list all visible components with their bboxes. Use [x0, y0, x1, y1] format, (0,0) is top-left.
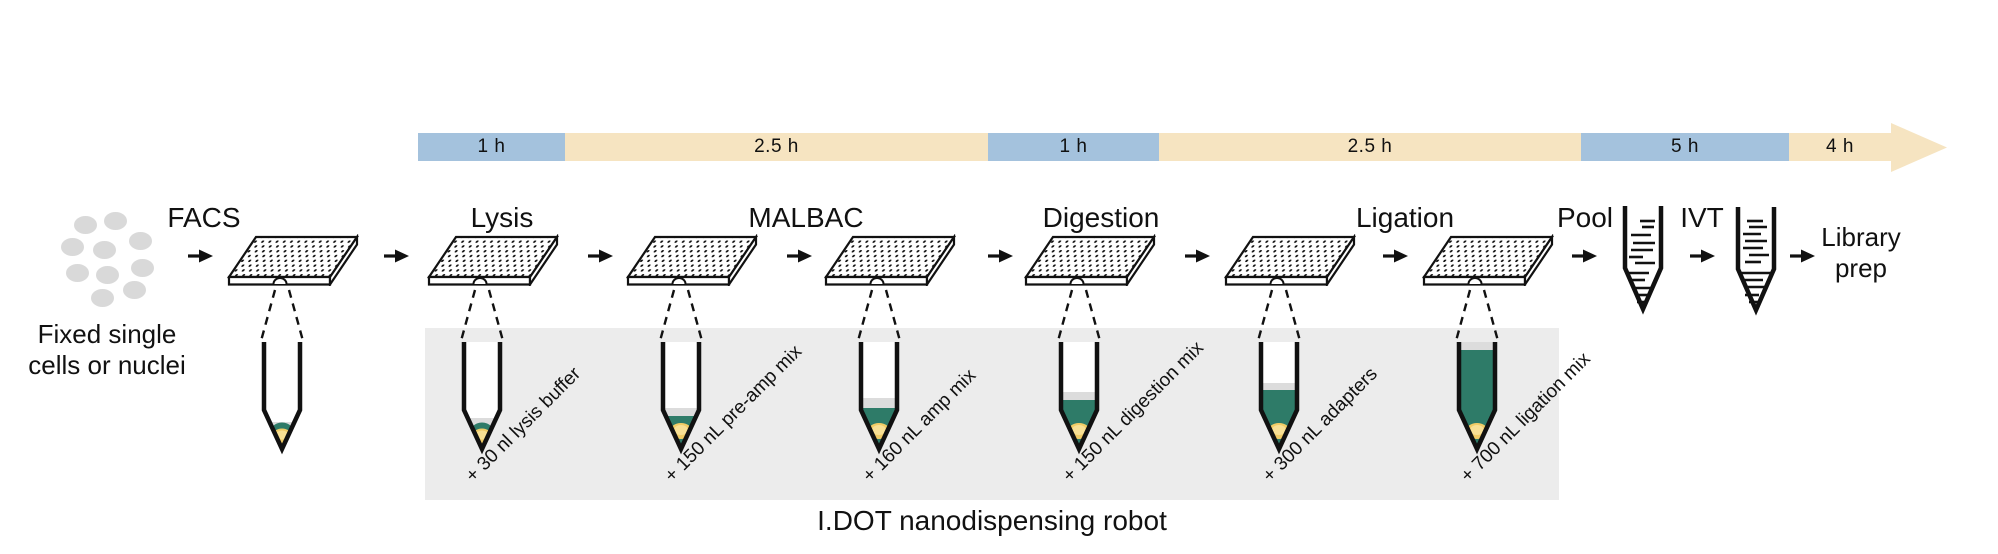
- final-step-line1: Library: [1821, 222, 1901, 252]
- source-cell-icon: [129, 232, 152, 250]
- flow-arrow-icon: [1185, 249, 1210, 263]
- well-plate-digestion: [1023, 234, 1157, 286]
- tube-ligation: [1456, 342, 1498, 455]
- robot-caption: I.DOT nanodispensing robot: [817, 505, 1167, 536]
- source-cell-icon: [123, 281, 146, 299]
- flow-arrow-icon: [188, 249, 213, 263]
- timeline-segment-5h: 5 h: [1581, 133, 1789, 161]
- flow-arrow-icon: [588, 249, 613, 263]
- well-plate-facs: [226, 234, 360, 286]
- projection-dashes-facs: [259, 289, 305, 342]
- timeline-duration: 4 h: [1826, 136, 1854, 157]
- tube-facs: [261, 342, 303, 455]
- source-label-line2: cells or nuclei: [28, 350, 186, 380]
- source-cell-icon: [61, 238, 84, 256]
- well-plate-adapters: [1223, 234, 1357, 286]
- timeline-segment-1h: 1 h: [988, 133, 1159, 161]
- flow-arrow-icon: [1572, 249, 1597, 263]
- well-plate-lysis: [426, 234, 560, 286]
- source-cell-icon: [91, 289, 114, 307]
- tube-adapters: [1258, 342, 1300, 455]
- source-cell-icon: [131, 259, 154, 277]
- final-step-label: Library prep: [1821, 222, 1900, 284]
- flow-arrow-icon: [1383, 249, 1408, 263]
- projection-dashes-ligation: [1454, 289, 1500, 342]
- flow-arrow-icon: [988, 249, 1013, 263]
- flow-arrow-icon: [787, 249, 812, 263]
- step-label-ivt: IVT: [1680, 202, 1724, 233]
- timeline-segment-2.5h: 2.5 h: [565, 133, 988, 161]
- timeline-segment-2.5h: 2.5 h: [1159, 133, 1581, 161]
- timeline-arrowhead-icon: [1891, 123, 1947, 172]
- well-plate-pre-amp: [625, 234, 759, 286]
- timeline-duration: 1 h: [1059, 136, 1088, 157]
- projection-dashes-lysis: [459, 289, 505, 342]
- step-label-digestion: Digestion: [1042, 202, 1160, 233]
- source-label-line1: Fixed single: [37, 319, 177, 349]
- flow-arrow-icon: [1690, 249, 1715, 263]
- step-label-facs: FACS: [167, 202, 241, 233]
- source-label: Fixed single cells or nuclei: [28, 319, 186, 381]
- flow-arrow-icon: [384, 249, 409, 263]
- projection-dashes-adapters: [1256, 289, 1302, 342]
- tube-pre-amp: [660, 342, 702, 455]
- step-label-lysis: Lysis: [470, 202, 534, 233]
- projection-dashes-amp: [856, 289, 902, 342]
- final-step-line2: prep: [1834, 253, 1888, 283]
- tube-digestion: [1058, 342, 1100, 455]
- source-cell-icon: [74, 216, 97, 234]
- robot-box: [425, 328, 1559, 500]
- projection-dashes-digestion: [1056, 289, 1102, 342]
- step-label-ligation: Ligation: [1355, 202, 1455, 233]
- timeline-duration: 5 h: [1671, 136, 1699, 157]
- well-plate-ligation: [1421, 234, 1555, 286]
- source-cell-icon: [66, 264, 89, 282]
- tube-lysis: [461, 342, 503, 455]
- timeline-duration: 1 h: [477, 136, 506, 157]
- step-label-pool: Pool: [1556, 202, 1614, 233]
- tube-amp: [858, 342, 900, 455]
- timeline-duration: 2.5 h: [754, 136, 799, 157]
- source-cell-icon: [93, 241, 116, 259]
- timeline-segment-4h: 4 h: [1789, 133, 1891, 161]
- timeline-segment-1h: 1 h: [418, 133, 565, 161]
- step-label-malbac: MALBAC: [748, 202, 864, 233]
- source-cell-icon: [104, 212, 127, 230]
- pool-tube: [1622, 206, 1664, 315]
- projection-dashes-pre-amp: [658, 289, 704, 342]
- timeline-duration: 2.5 h: [1347, 136, 1393, 157]
- flow-arrow-icon: [1790, 249, 1815, 263]
- ivt-tube: [1735, 207, 1777, 316]
- source-cell-icon: [96, 266, 119, 284]
- well-plate-amp: [823, 234, 957, 286]
